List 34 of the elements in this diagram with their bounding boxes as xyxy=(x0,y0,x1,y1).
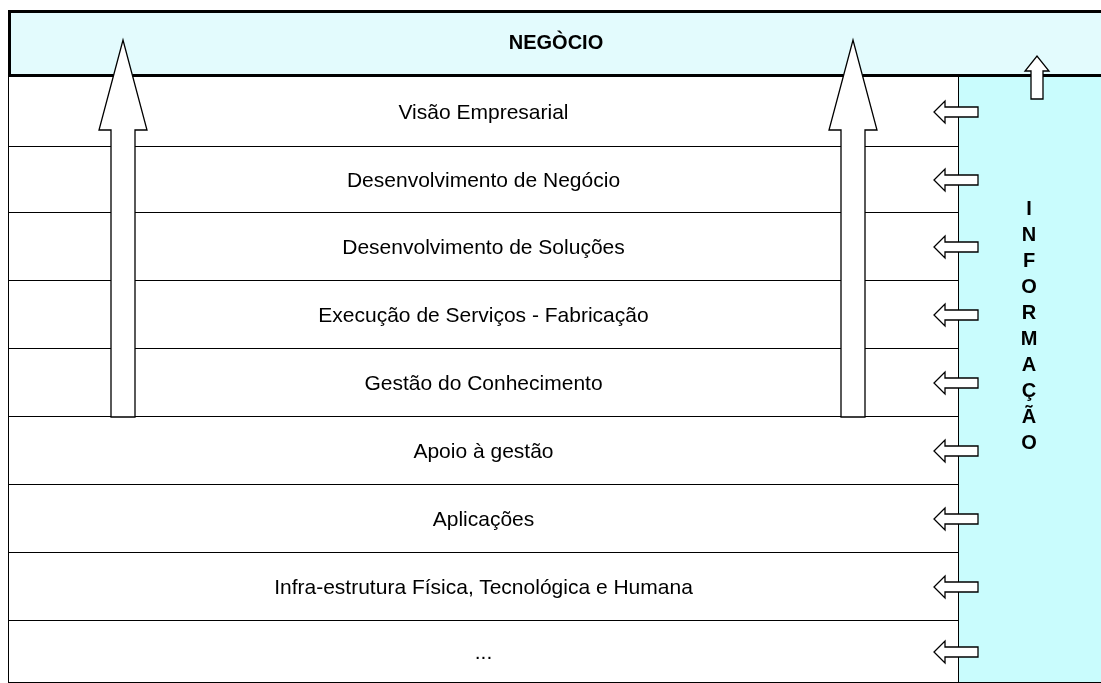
layer-label: Desenvolvimento de Soluções xyxy=(342,234,625,259)
layer-row xyxy=(8,417,958,485)
block-arrow xyxy=(933,438,979,464)
block-arrow xyxy=(1023,54,1051,100)
layer-row xyxy=(8,485,958,553)
block-arrow xyxy=(933,99,979,125)
layer-row xyxy=(8,147,958,213)
layer-row xyxy=(8,281,958,349)
block-arrow xyxy=(933,302,979,328)
block-arrow xyxy=(933,574,979,600)
layer-row xyxy=(8,553,958,621)
layer-label: Gestão do Conhecimento xyxy=(364,370,603,395)
block-arrow xyxy=(933,639,979,665)
layer-row xyxy=(8,621,958,683)
layer-label: Aplicações xyxy=(432,506,535,531)
block-arrow xyxy=(828,37,878,418)
block-arrow xyxy=(933,167,979,193)
column-title: INFORMAÇÃO xyxy=(1019,197,1039,457)
layer-label: ... xyxy=(474,639,493,664)
block-arrow xyxy=(98,37,148,418)
business-band xyxy=(8,10,1101,77)
layer-label: Apoio à gestão xyxy=(413,438,554,463)
layer-label: Visão Empresarial xyxy=(398,99,569,124)
layer-row xyxy=(8,213,958,281)
layer-label: Desenvolvimento de Negócio xyxy=(346,167,621,192)
layer-row xyxy=(8,349,958,417)
layer-label: Execução de Serviços - Fabricação xyxy=(318,302,649,327)
information-column xyxy=(958,77,1101,683)
block-arrow xyxy=(933,370,979,396)
block-arrow xyxy=(933,506,979,532)
band-title: NEGÒCIO xyxy=(508,31,604,54)
layer-row xyxy=(8,77,958,147)
layer-label: Infra-estrutura Física, Tecnológica e Humana xyxy=(274,574,693,599)
block-arrow xyxy=(933,234,979,260)
